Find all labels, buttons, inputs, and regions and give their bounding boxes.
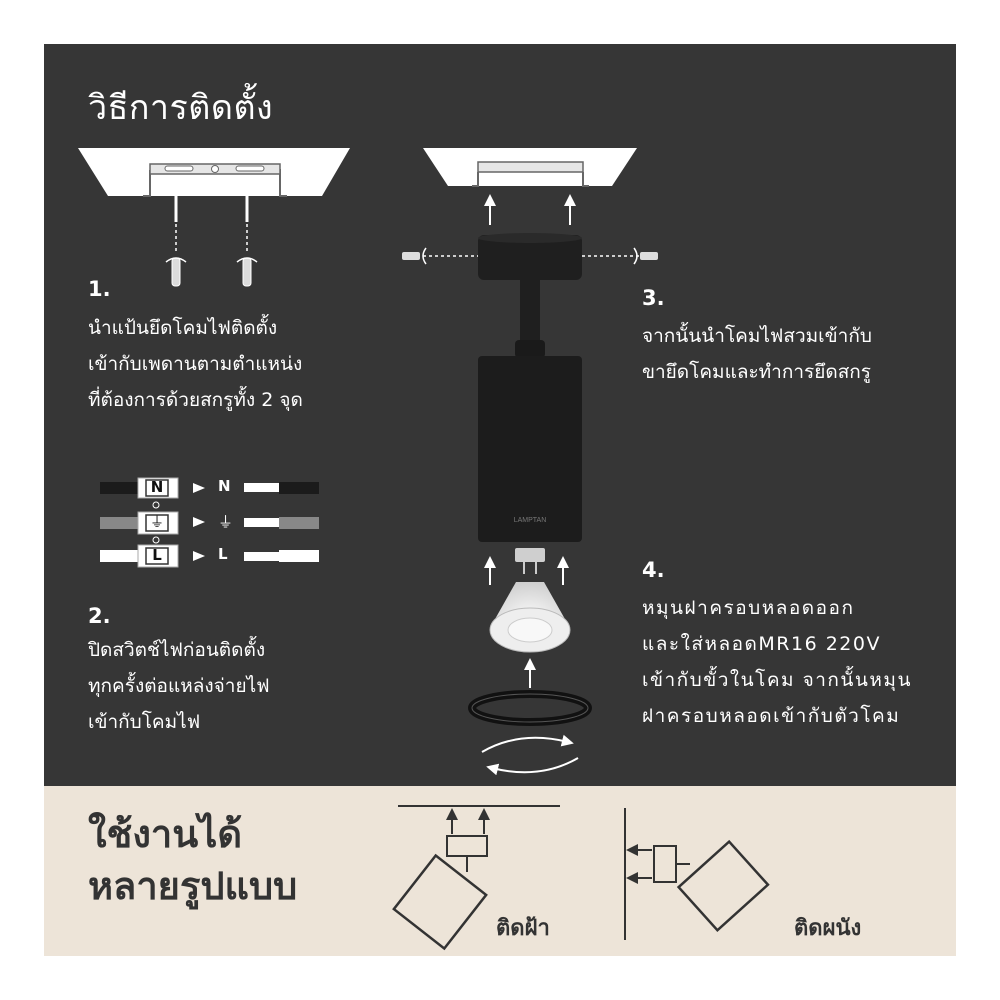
wiring-diagram bbox=[100, 477, 319, 568]
step-2-text: ปิดสวิตช์ไฟก่อนติดตั้ง ทุกครั้งต่อแหล่งจ… bbox=[88, 639, 270, 733]
screw-icon bbox=[402, 247, 427, 265]
step-1-text: นำแป้นยึดโคมไฟติดตั้ง เข้ากับเพดานตามตำแ… bbox=[88, 317, 303, 411]
wire-label-n: N bbox=[218, 477, 231, 495]
page-title: วิธีการติดตั้ง bbox=[88, 88, 274, 128]
ceiling-mount-illustration bbox=[392, 805, 560, 951]
brand-label: LAMPTAN bbox=[514, 517, 547, 524]
screwdriver-icon bbox=[236, 257, 258, 287]
rotate-icon bbox=[481, 734, 579, 776]
wire-label-ground: ⏚ bbox=[218, 513, 234, 531]
step-1-number: 1. bbox=[88, 277, 111, 301]
wall-mount-illustration bbox=[624, 808, 770, 940]
terminal-l: L bbox=[152, 546, 162, 564]
terminal-ground: ⏚ bbox=[150, 515, 164, 531]
screwdriver-icon bbox=[165, 257, 187, 287]
step-3-text: จากนั้นนำโคมไฟสวมเข้ากับ ขายึดโคมและทำกา… bbox=[642, 325, 872, 383]
screw-icon bbox=[633, 247, 658, 265]
ceiling-bracket-illustration bbox=[78, 148, 350, 287]
lamp-illustration: LAMPTAN bbox=[402, 148, 658, 776]
usage-panel bbox=[44, 786, 956, 956]
step-4-text: หมุนฝาครอบหลอดออก และใส่หลอดMR16 220V เข… bbox=[642, 597, 912, 727]
step-4-number: 4. bbox=[642, 558, 665, 582]
step-3-number: 3. bbox=[642, 286, 665, 310]
wall-mount-label: ติดผนัง bbox=[794, 916, 862, 941]
usage-title: ใช้งานได้ หลายรูปแบบ bbox=[88, 812, 298, 908]
lamp-cover-ring bbox=[468, 690, 592, 726]
step-2-number: 2. bbox=[88, 604, 111, 628]
terminal-n: N bbox=[150, 478, 164, 496]
bulb-icon bbox=[489, 582, 571, 653]
wire-label-l: L bbox=[218, 545, 228, 563]
ceiling-mount-label: ติดฝ้า bbox=[496, 916, 550, 941]
